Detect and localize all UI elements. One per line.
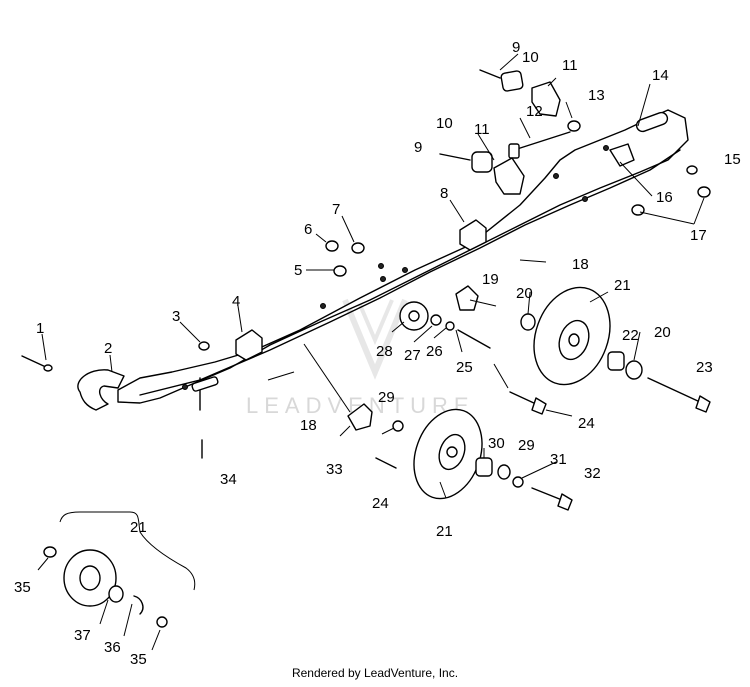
callout-8: 8 (440, 185, 448, 202)
bolt-24 (509, 391, 537, 405)
callout-16: 16 (656, 189, 673, 206)
callout-12: 12 (526, 103, 543, 120)
callout-21a: 21 (614, 277, 631, 294)
bolt-24b (375, 457, 397, 469)
callout-7: 7 (332, 201, 340, 218)
wear-block-4 (235, 329, 263, 361)
callout-3: 3 (172, 308, 180, 325)
idler-wheel-upper (533, 286, 611, 386)
callout-30: 30 (488, 435, 505, 452)
callout-4: 4 (232, 293, 240, 310)
callout-35b: 35 (130, 651, 147, 668)
callout-2: 2 (104, 340, 112, 357)
wear-block-8 (459, 219, 487, 251)
callout-11a: 11 (562, 57, 578, 74)
callout-37: 37 (74, 627, 91, 644)
callout-5: 5 (294, 262, 302, 279)
mount-hardware-upper (439, 69, 581, 195)
callout-10a: 10 (522, 49, 539, 66)
callout-27: 27 (404, 347, 421, 364)
callout-29b: 29 (518, 437, 535, 454)
nut-7 (351, 242, 365, 254)
axle-mount-33 (347, 403, 373, 431)
washer-26 (445, 321, 455, 331)
callout-18a: 18 (572, 256, 589, 273)
callout-21b: 21 (436, 523, 453, 540)
callout-labels: 1 2 3 4 5 6 7 8 9 9 10 10 11 11 12 13 14… (14, 39, 741, 668)
bolt-25 (457, 329, 491, 349)
washer-20a (520, 313, 536, 331)
bolt-32 (531, 487, 563, 501)
callout-20a: 20 (516, 285, 533, 302)
washer-27 (430, 314, 442, 326)
callout-32: 32 (584, 465, 601, 482)
callout-1: 1 (36, 320, 44, 337)
watermark-logo (342, 298, 408, 380)
callout-17: 17 (690, 227, 707, 244)
callout-28: 28 (376, 343, 393, 360)
nut-17a (631, 204, 645, 216)
callout-9b: 9 (414, 139, 422, 156)
callout-33: 33 (326, 461, 343, 478)
callout-23: 23 (696, 359, 713, 376)
callout-21c: 21 (130, 519, 147, 536)
callout-14: 14 (652, 67, 669, 84)
nut-3 (198, 341, 210, 351)
nut-6 (325, 240, 339, 252)
nut-5 (333, 265, 347, 277)
callout-10b: 10 (436, 115, 453, 132)
callout-36: 36 (104, 639, 121, 656)
wheel-assembly-exploded (43, 511, 196, 628)
slide-rail (117, 109, 689, 411)
callout-13: 13 (588, 87, 605, 104)
callout-19: 19 (482, 271, 499, 288)
nut-17b (697, 186, 711, 198)
washer-29b (497, 464, 511, 480)
render-credit: Rendered by LeadVenture, Inc. (291, 666, 459, 680)
callout-34: 34 (220, 471, 237, 488)
callout-29a: 29 (378, 389, 395, 406)
spacer-22 (607, 351, 625, 371)
leader-lines (37, 53, 705, 651)
idler-wheel-lower (413, 408, 483, 500)
washer-29a (392, 420, 404, 432)
callout-25: 25 (456, 359, 473, 376)
callout-11b: 11 (474, 121, 490, 138)
washer-20b (625, 360, 643, 380)
washer-31 (512, 476, 524, 488)
bracket-16 (609, 143, 635, 167)
callout-26: 26 (426, 343, 443, 360)
callout-6: 6 (304, 221, 312, 238)
bolt-23 (647, 377, 701, 403)
callout-31: 31 (550, 451, 567, 468)
callout-20b: 20 (654, 324, 671, 341)
rivet (21, 355, 49, 369)
callout-9a: 9 (512, 39, 520, 56)
bolt-15 (686, 165, 698, 175)
spacer-30 (475, 457, 493, 477)
callout-22: 22 (622, 327, 639, 344)
callout-35a: 35 (14, 579, 31, 596)
callout-24a: 24 (578, 415, 595, 432)
callout-15: 15 (724, 151, 741, 168)
callout-24b: 24 (372, 495, 389, 512)
callout-18b: 18 (300, 417, 317, 434)
rail-tip (77, 369, 125, 411)
axle-bracket-19 (455, 285, 479, 311)
